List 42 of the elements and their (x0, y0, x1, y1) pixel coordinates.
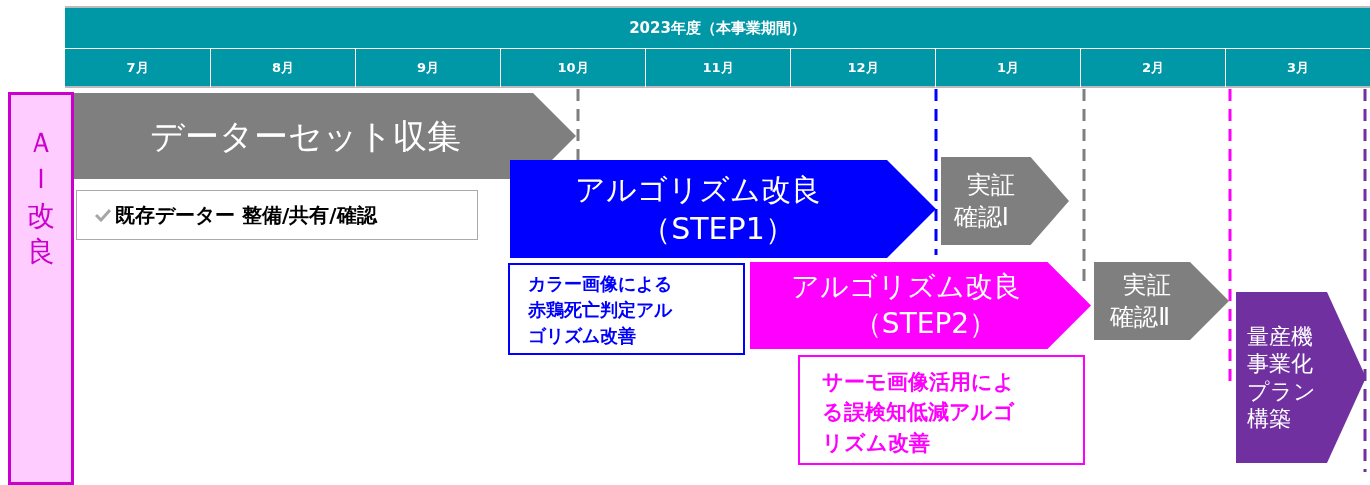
month-label: 12月 (847, 58, 879, 77)
phase-banner (510, 160, 936, 258)
timeline-header (65, 6, 1370, 48)
phase-label: アルゴリズム改良 (575, 171, 821, 209)
month-header (1080, 48, 1225, 88)
period-label: 2023年度（本事業期間） (629, 18, 806, 38)
phase-label: アルゴリズム改良 (790, 269, 1021, 306)
note-text: カラー画像による赤鶏死亡判定アルゴリズム改善 (528, 272, 674, 349)
month-label: 3月 (1286, 58, 1309, 77)
month-header (500, 48, 645, 88)
month-header (790, 48, 935, 88)
month-header (210, 48, 355, 88)
phase-label: 実証確認Ⅰ (953, 169, 1016, 233)
month-label: 11月 (702, 58, 734, 77)
task-label: 既存データー 整備/共有/確認 (115, 201, 377, 229)
month-header (355, 48, 500, 88)
month-label: 9月 (416, 58, 439, 77)
note-box (798, 355, 1085, 465)
month-header (935, 48, 1080, 88)
month-label: 7月 (126, 58, 149, 77)
month-label: 10月 (557, 58, 589, 77)
month-label: 2月 (1141, 58, 1164, 77)
category-label: ＡＩ改良 (27, 125, 55, 271)
month-header (645, 48, 790, 88)
note-text: サーモ画像活用による誤検知低減アルゴリズム改善 (822, 369, 1016, 457)
phase-banner (1094, 262, 1229, 340)
note-box (508, 263, 745, 355)
phase-banner (74, 93, 576, 179)
step-label: （STEP1） (640, 210, 795, 248)
month-label: 1月 (996, 58, 1019, 77)
month-header (65, 48, 210, 88)
phase-banner (750, 262, 1091, 349)
phase-label: 量産機事業化プラン構築 (1247, 322, 1317, 433)
month-header (1225, 48, 1370, 88)
phase-banner (941, 157, 1069, 245)
category-band (8, 92, 74, 485)
step-label: （STEP2） (852, 305, 998, 342)
phase-banner (1236, 292, 1366, 463)
month-label: 8月 (271, 58, 294, 77)
phase-label: 実証確認Ⅱ (1110, 269, 1173, 333)
phase-label: データーセット収集 (149, 114, 461, 158)
task-box (76, 190, 478, 240)
